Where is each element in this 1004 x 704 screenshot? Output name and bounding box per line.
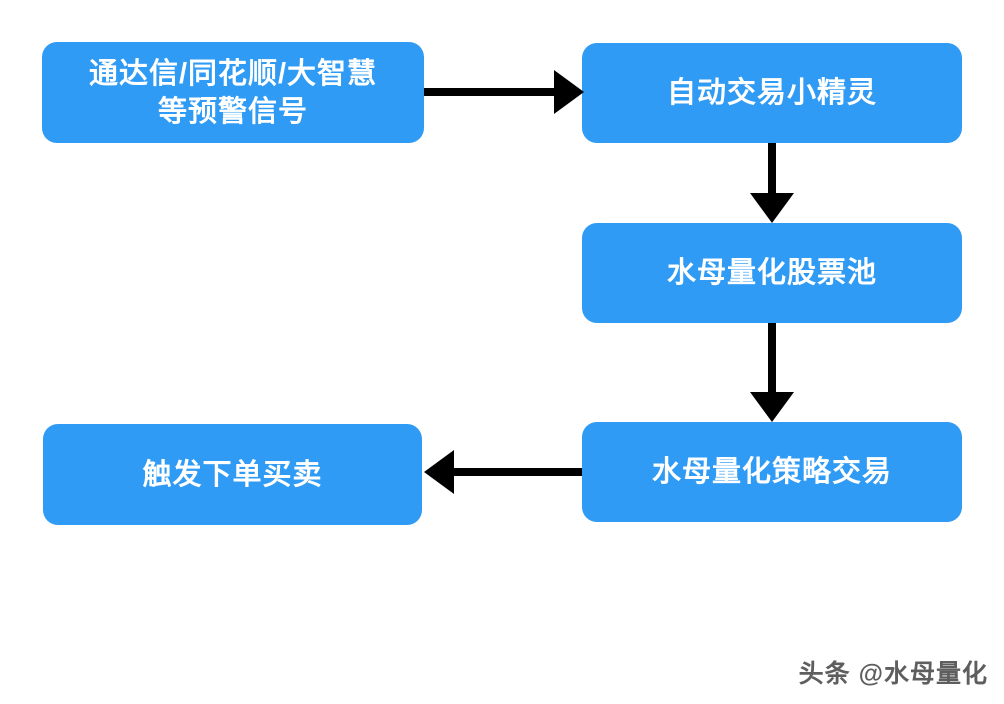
arrow-shaft (768, 143, 776, 195)
arrow-head-down-icon (750, 193, 794, 223)
toutiao-watermark: 头条 @水母量化 (798, 660, 988, 688)
arrow-head-down-icon (750, 392, 794, 422)
flow-node-stock-pool: 水母量化股票池 (582, 223, 962, 323)
flow-node-auto-trade-elf: 自动交易小精灵 (582, 43, 962, 143)
arrow-shaft (452, 468, 582, 476)
arrow-shaft (768, 323, 776, 394)
flow-node-trigger-order: 触发下单买卖 (43, 424, 422, 525)
flow-node-strategy-trade: 水母量化策略交易 (582, 422, 962, 522)
arrow-head-right-icon (554, 70, 584, 114)
arrow-head-left-icon (424, 450, 454, 494)
flow-node-alert-signal-source: 通达信/同花顺/大智慧 等预警信号 (42, 42, 424, 143)
arrow-shaft (424, 88, 556, 96)
